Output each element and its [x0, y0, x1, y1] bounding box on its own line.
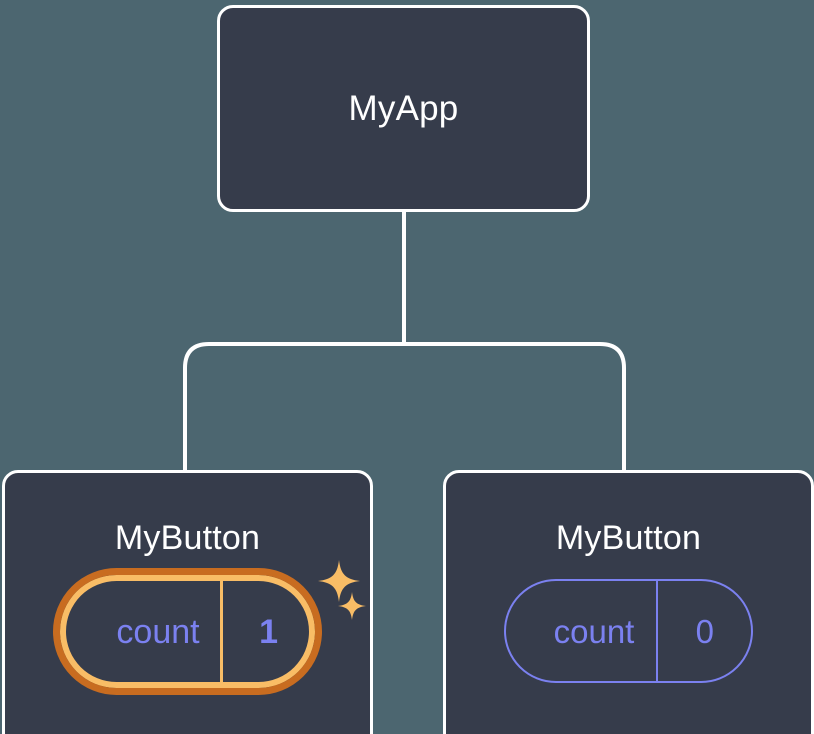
component-node-myapp[interactable]: MyApp — [217, 5, 590, 212]
state-value-label: 1 — [259, 612, 279, 651]
component-node-label: MyButton — [555, 519, 702, 557]
state-pill-divider — [656, 581, 659, 681]
state-key-label: count — [553, 612, 635, 650]
state-pill-container-right: count 0 — [503, 579, 754, 683]
component-node-mybutton-left[interactable]: MyButton count 1 — [2, 470, 373, 734]
state-pill-count[interactable]: count 0 — [503, 579, 754, 683]
state-pill-container-left: count 1 — [53, 568, 322, 695]
state-pill-count-highlighted[interactable]: count 1 — [53, 568, 322, 695]
state-value-label: 0 — [695, 612, 715, 650]
connector-branch — [183, 342, 626, 470]
component-node-mybutton-right[interactable]: MyButton count 0 — [443, 470, 814, 734]
component-node-label: MyButton — [114, 519, 261, 557]
component-node-label: MyApp — [348, 89, 459, 128]
state-key-label: count — [116, 612, 200, 651]
state-pill-divider — [219, 581, 223, 682]
